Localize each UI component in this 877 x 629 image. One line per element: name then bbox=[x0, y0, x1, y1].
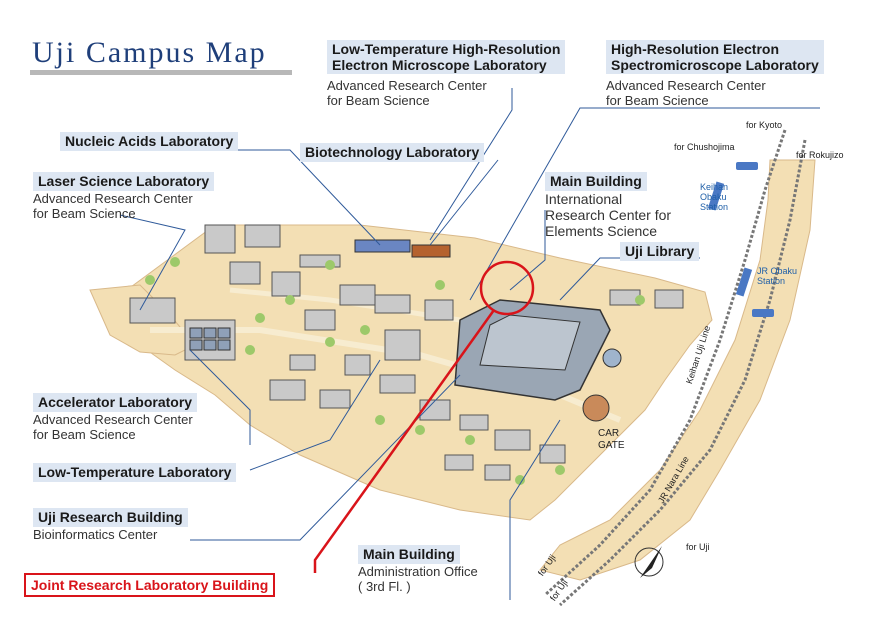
keihan-rail bbox=[543, 129, 787, 597]
laser-heading: Laser Science Laboratory bbox=[33, 172, 215, 191]
label-nucleic-acids-lab[interactable]: Nucleic Acids Laboratory bbox=[60, 132, 239, 151]
jr-station-line-1: JR Obaku bbox=[757, 266, 798, 276]
uji-research-heading: Uji Research Building bbox=[33, 508, 188, 527]
accelerator-sub-2: for Beam Science bbox=[33, 427, 136, 442]
label-lowtemp-em-lab[interactable]: Low-Temperature High-Resolution Electron… bbox=[327, 40, 566, 108]
keihan-obaku-station-label[interactable]: Keihan Obaku Station bbox=[700, 182, 728, 212]
for-kyoto-label: for Kyoto bbox=[746, 120, 783, 130]
hires-es-heading-1: High-Resolution Electron bbox=[611, 41, 779, 57]
for-rokujizo-label: for Rokujizo bbox=[796, 150, 844, 160]
jr-station-line-2: Station bbox=[757, 276, 786, 286]
jr-rail bbox=[558, 139, 807, 607]
lowtemp-lab-heading: Low-Temperature Laboratory bbox=[33, 463, 237, 482]
main-admin-sub-2: ( 3rd Fl. ) bbox=[358, 579, 411, 594]
main-admin-sub-1: Administration Office bbox=[358, 564, 478, 579]
title-underline bbox=[30, 70, 292, 75]
keihan-station-platform bbox=[707, 181, 725, 211]
tank bbox=[582, 394, 610, 422]
jr-station-platform bbox=[735, 267, 753, 297]
laser-sub-2: for Beam Science bbox=[33, 206, 136, 221]
label-lowtemp-lab[interactable]: Low-Temperature Laboratory bbox=[33, 463, 237, 482]
map-title: Uji Campus Map bbox=[32, 36, 267, 69]
label-accelerator-lab[interactable]: Accelerator Laboratory Advanced Research… bbox=[33, 393, 198, 442]
library-dome bbox=[602, 348, 622, 368]
hires-es-heading-2: Spectromicroscope Laboratory bbox=[611, 57, 819, 73]
compass-icon bbox=[634, 546, 664, 578]
label-joint-research-lab[interactable]: Joint Research Laboratory Building bbox=[24, 573, 276, 597]
label-uji-research-building[interactable]: Uji Research Building Bioinformatics Cen… bbox=[33, 508, 188, 542]
label-main-building-admin[interactable]: Main Building Administration Office ( 3r… bbox=[358, 545, 478, 594]
lowtemp-em-heading-1: Low-Temperature High-Resolution bbox=[332, 41, 561, 57]
laser-sub-1: Advanced Research Center bbox=[33, 191, 193, 206]
nucleic-lab-block bbox=[411, 244, 451, 258]
lowtemp-em-heading-2: Electron Microscope Laboratory bbox=[332, 57, 547, 73]
car-gate-line-2: GATE bbox=[598, 440, 625, 451]
keihan-station-line-1: Keihan bbox=[700, 182, 729, 192]
biotech-heading: Biotechnology Laboratory bbox=[300, 143, 485, 162]
hires-es-sub-2: for Beam Science bbox=[606, 93, 709, 108]
train-icon-2 bbox=[752, 309, 774, 317]
main-irc-heading: Main Building bbox=[545, 172, 647, 191]
joint-research-leader bbox=[313, 309, 496, 573]
main-irc-sub-2: Research Center for bbox=[545, 207, 672, 223]
main-irc-sub-1: International bbox=[545, 191, 623, 207]
accelerator-sub-1: Advanced Research Center bbox=[33, 412, 193, 427]
lowtemp-em-sub-2: for Beam Science bbox=[327, 93, 430, 108]
jr-obaku-station-label[interactable]: JR Obaku Station bbox=[757, 266, 797, 286]
hires-es-sub-1: Advanced Research Center bbox=[606, 78, 766, 93]
east-road bbox=[539, 159, 816, 581]
car-gate-line-1: CAR bbox=[598, 428, 620, 439]
label-biotech-lab[interactable]: Biotechnology Laboratory bbox=[300, 143, 485, 162]
main-irc-sub-3: Elements Science bbox=[545, 223, 658, 239]
label-main-building-irc[interactable]: Main Building International Research Cen… bbox=[545, 172, 671, 239]
label-hires-es-lab[interactable]: High-Resolution Electron Spectromicrosco… bbox=[606, 40, 824, 108]
label-uji-library[interactable]: Uji Library bbox=[620, 242, 700, 261]
trees bbox=[145, 257, 645, 485]
label-laser-lab[interactable]: Laser Science Laboratory Advanced Resear… bbox=[33, 172, 215, 221]
for-uji-label-3: for Uji bbox=[686, 542, 710, 552]
for-chushojima-label: for Chushojima bbox=[674, 142, 735, 152]
keihan-station-line-3: Station bbox=[700, 202, 729, 212]
campus-road-2 bbox=[229, 287, 461, 323]
buildings bbox=[129, 224, 684, 481]
uji-research-sub: Bioinformatics Center bbox=[33, 527, 158, 542]
nucleic-heading: Nucleic Acids Laboratory bbox=[60, 132, 239, 151]
uji-library-heading: Uji Library bbox=[620, 242, 700, 261]
biotech-lab-block bbox=[354, 239, 411, 253]
train-icon-1 bbox=[736, 162, 758, 170]
accelerator-heading: Accelerator Laboratory bbox=[33, 393, 198, 412]
keihan-station-line-2: Obaku bbox=[700, 192, 727, 202]
joint-research-highlight bbox=[479, 260, 535, 316]
accelerator-grid bbox=[189, 327, 231, 351]
main-building-courtyard bbox=[479, 314, 581, 371]
main-admin-heading: Main Building bbox=[358, 545, 460, 564]
car-gate-label: CAR GATE bbox=[598, 428, 624, 452]
lowtemp-em-sub-1: Advanced Research Center bbox=[327, 78, 487, 93]
